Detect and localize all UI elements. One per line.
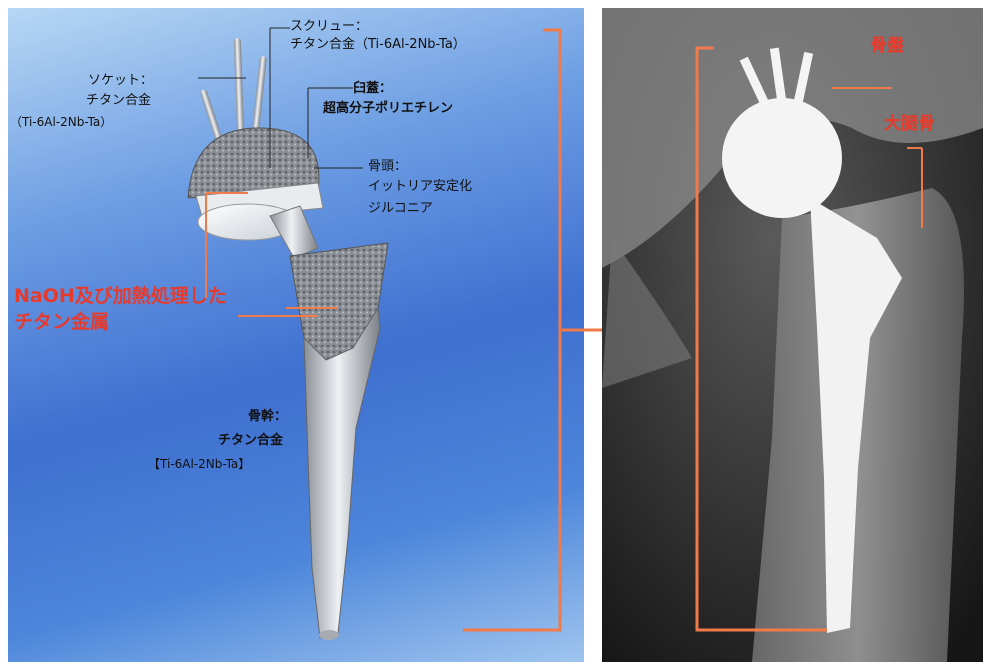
head-title: 骨頭： xyxy=(368,158,407,175)
head-material-line1: イットリア安定化 xyxy=(368,178,472,195)
stem-body xyxy=(304,308,380,638)
treatment-label-line1: NaOH及び加熱処理した xyxy=(14,284,227,308)
stem-title: 骨幹： xyxy=(248,408,287,425)
stem-spec: 【Ti-6Al-2Nb-Ta】 xyxy=(148,456,250,473)
xray-label-pelvis: 骨盤 xyxy=(870,38,904,55)
socket-title: ソケット： xyxy=(88,72,153,89)
socket-material: チタン合金 xyxy=(86,92,151,109)
screw-material: チタン合金（Ti-6Al-2Nb-Ta） xyxy=(290,36,466,53)
socket-spec: （Ti-6Al-2Nb-Ta） xyxy=(10,114,112,131)
screw-title: スクリュー： xyxy=(290,18,368,35)
head-material-line2: ジルコニア xyxy=(368,200,433,217)
liner-title: 臼蓋： xyxy=(353,80,392,97)
implant-illustration-panel: スクリュー： チタン合金（Ti-6Al-2Nb-Ta） ソケット： チタン合金 … xyxy=(8,8,584,662)
bracket-left xyxy=(463,30,560,630)
xray-image xyxy=(602,8,983,662)
xray-label-femur: 大腿骨 xyxy=(884,116,935,133)
stem-material: チタン合金 xyxy=(218,432,283,449)
treatment-label-line2: チタン金属 xyxy=(14,310,109,334)
xray-panel: 骨盤 大腿骨 xyxy=(602,8,983,662)
liner-material: 超高分子ポリエチレン xyxy=(323,100,453,117)
